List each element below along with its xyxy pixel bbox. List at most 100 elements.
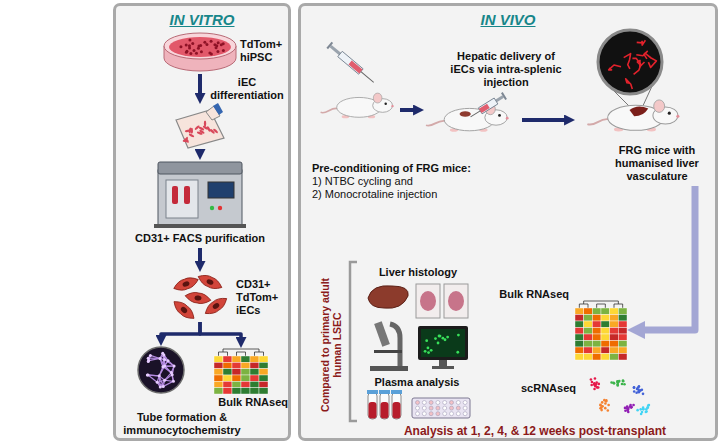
dendrogram xyxy=(219,352,228,356)
tube-formation-assay-illustration xyxy=(122,346,200,394)
humanised-mouse: FRG mice with humanised liver vasculatur… xyxy=(575,26,713,186)
injected-mouse-illustration xyxy=(424,94,522,144)
well xyxy=(456,412,460,416)
cell-point xyxy=(593,382,596,385)
dendrogram xyxy=(255,352,264,356)
human-vessel xyxy=(609,65,621,70)
heatmap-cell xyxy=(584,334,593,341)
cell-dot xyxy=(217,41,220,44)
cell-dot xyxy=(189,52,192,55)
in-vivo-panel: Pre-conditioning of FRG mice:1) NTBC cyc… xyxy=(298,3,718,441)
dish-rim xyxy=(164,33,236,59)
heatmap-cell xyxy=(259,356,268,362)
stage-label: Plasma analysis xyxy=(358,376,476,389)
in-vitro-panel: TdTom+ hiPSCiEC differentiationCD31+ FAC… xyxy=(113,3,291,441)
mouse-nose xyxy=(506,117,509,120)
scrnaseq-plot: scRNAseq xyxy=(580,370,654,420)
cell-point xyxy=(645,411,648,414)
cytometer-top xyxy=(158,162,242,174)
human-vessel xyxy=(636,51,647,59)
microscope-stage xyxy=(374,350,402,353)
syringe-needle xyxy=(361,72,374,83)
cell-point xyxy=(600,406,603,409)
cell-dot xyxy=(185,51,188,54)
stage-label: scRNAseq xyxy=(514,382,576,395)
heatmap-cell xyxy=(592,315,601,322)
syringe-barrel xyxy=(478,98,497,114)
cell-dot xyxy=(195,52,198,55)
fluorescent-cell xyxy=(427,351,430,354)
cell-body xyxy=(171,298,198,323)
heatmap-cell xyxy=(223,362,232,368)
heatmap-cell xyxy=(259,388,268,394)
heatmap-cell xyxy=(592,334,601,341)
dendrogram xyxy=(597,304,606,308)
cell-point xyxy=(600,404,603,407)
heatmap-cell xyxy=(575,347,584,354)
histology-slide xyxy=(416,284,440,318)
comparison-note: Compared to primary adult human LSEC xyxy=(319,260,343,430)
heatmap-cell xyxy=(232,356,241,362)
process-arrow xyxy=(200,322,241,342)
tube-node xyxy=(147,359,150,362)
heatmap-cell xyxy=(214,362,223,368)
heatmap-cell xyxy=(575,334,584,341)
preconditioned-mouse: Pre-conditioning of FRG mice:1) NTBC cyc… xyxy=(318,40,400,128)
heatmap-cell xyxy=(610,354,619,361)
heatmap-cell xyxy=(610,341,619,348)
heatmap-cell xyxy=(259,375,268,381)
cell-dot xyxy=(199,44,202,47)
cell-point xyxy=(642,393,645,396)
heatmap-cell xyxy=(584,354,593,361)
bulk-rnaseq-heatmap: Bulk RNAseq xyxy=(214,348,268,394)
tube-cap xyxy=(391,390,402,394)
heatmap-cell xyxy=(214,369,223,375)
tube-node xyxy=(146,374,149,377)
heatmap-cell xyxy=(223,369,232,375)
text-group: CD31+ FACS purification xyxy=(118,232,282,245)
differentiation-flask-illustration xyxy=(172,104,228,150)
fluorescent-cell xyxy=(457,334,460,337)
dendrogram xyxy=(614,304,623,308)
mouse xyxy=(587,100,679,132)
monitor-stand xyxy=(432,366,454,369)
cell-point xyxy=(623,383,626,386)
heatmap-cell xyxy=(241,375,250,381)
heatmap-cell xyxy=(214,388,223,394)
text-group: CD31+ TdTom+ iECs xyxy=(236,278,288,317)
process-arrow xyxy=(161,322,200,340)
heatmap-cell xyxy=(584,315,593,322)
well xyxy=(443,401,447,405)
heatmap-cell xyxy=(232,381,241,387)
stage-label: iEC differentiation xyxy=(206,76,288,102)
cell-point xyxy=(642,406,645,409)
mouse-ear xyxy=(654,100,665,112)
blood-tube xyxy=(392,392,401,419)
heatmap-cell xyxy=(232,388,241,394)
sample-tube xyxy=(184,186,190,204)
well xyxy=(436,406,440,410)
heatmap-cell xyxy=(575,328,584,335)
histology-analysis: Liver histology xyxy=(362,266,474,374)
tube-node xyxy=(149,354,152,357)
well xyxy=(463,406,467,410)
process-arrow xyxy=(400,108,418,112)
scrnaseq-plot-illustration xyxy=(580,370,654,420)
heatmap-cell xyxy=(610,321,619,328)
tube-node xyxy=(158,374,161,377)
text-group: iEC differentiation xyxy=(206,76,288,102)
text-group: Hepatic delivery of iECs via intra-splen… xyxy=(447,50,565,89)
plasma-sample xyxy=(393,402,401,419)
microscope-base xyxy=(370,366,408,371)
well xyxy=(429,401,433,405)
cell-body xyxy=(172,275,200,294)
process-arrow xyxy=(637,186,695,330)
tube-node xyxy=(171,373,174,376)
heatmap-cell xyxy=(618,315,627,322)
well xyxy=(429,406,433,410)
cell xyxy=(184,138,190,144)
tube-node xyxy=(162,385,165,388)
heatmap-cell xyxy=(241,388,250,394)
cell-dot xyxy=(197,47,200,50)
